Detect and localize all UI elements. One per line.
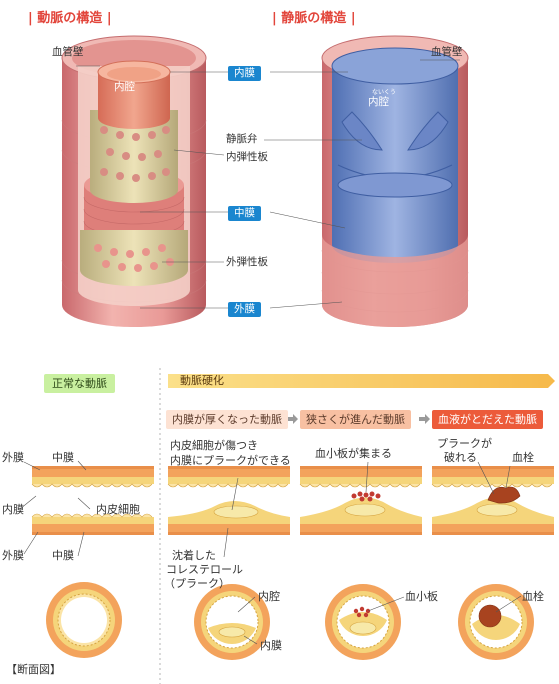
stage2-chip: 狭さくが進んだ動脈 bbox=[300, 410, 411, 429]
stage1-note-line1: 内皮細胞が傷つき bbox=[170, 439, 258, 452]
sclerosis-title: 動脈硬化 bbox=[180, 374, 224, 387]
label-lumen-artery: 内腔 bbox=[114, 81, 135, 93]
stage1-strip bbox=[167, 466, 290, 535]
stage1-note-line2: 内膜にプラークができる bbox=[170, 454, 291, 467]
label-lumen-bottom: 内腔 bbox=[258, 590, 280, 603]
cholesterol-line3: （プラーク） bbox=[164, 577, 230, 590]
label-vessel-wall-left: 血管壁 bbox=[52, 46, 84, 58]
stage3-note-line2: 破れる bbox=[444, 451, 477, 464]
label-platelet: 血小板 bbox=[405, 590, 438, 603]
label-vessel-wall-right: 血管壁 bbox=[431, 46, 463, 58]
label-adventitia-top: 外膜 bbox=[2, 451, 24, 464]
artery-illustration bbox=[61, 35, 207, 327]
label-endothelial-cell: 内皮細胞 bbox=[96, 503, 140, 516]
vein-structure-title: | 静脈の構造 | bbox=[272, 11, 356, 26]
stage3-strip bbox=[431, 466, 554, 535]
label-media-bottom: 中膜 bbox=[52, 549, 74, 562]
cholesterol-line2: コレステロール bbox=[166, 563, 243, 576]
stage2-note: 血小板が集まる bbox=[315, 447, 392, 460]
cross-section-stage1 bbox=[194, 584, 270, 660]
normal-vessel-strip bbox=[31, 466, 154, 535]
label-media-top: 中膜 bbox=[52, 451, 74, 464]
label-intima-left: 内膜 bbox=[2, 503, 24, 516]
label-intima-bottom: 内膜 bbox=[260, 639, 282, 652]
label-venous-valve: 静脈弁 bbox=[226, 133, 258, 145]
stage3-note-line1: プラークが bbox=[437, 437, 492, 450]
cholesterol-line1: 沈着した bbox=[172, 549, 216, 562]
label-media: 中膜 bbox=[228, 206, 261, 221]
stage3-chip: 血液がとだえた動脈 bbox=[432, 410, 543, 429]
label-lumen-ruby: ないくう bbox=[372, 89, 396, 96]
label-thrombus-top: 血栓 bbox=[512, 451, 534, 464]
label-lumen-vein: 内腔 bbox=[368, 96, 389, 108]
label-adventitia-bottom: 外膜 bbox=[2, 549, 24, 562]
vein-illustration bbox=[321, 35, 469, 327]
label-internal-elastic-lamina: 内弾性板 bbox=[226, 151, 268, 163]
cross-section-stage2 bbox=[325, 584, 401, 660]
normal-artery-title: 正常な動脈 bbox=[44, 374, 115, 393]
label-external-elastic-lamina: 外弾性板 bbox=[226, 256, 268, 268]
artery-structure-title: | 動脈の構造 | bbox=[28, 11, 112, 26]
cross-section-caption: 【断面図】 bbox=[6, 663, 61, 676]
stage2-strip bbox=[299, 466, 422, 535]
cross-section-stage3 bbox=[458, 584, 534, 660]
label-adventitia: 外膜 bbox=[228, 302, 261, 317]
cross-section-normal bbox=[46, 582, 122, 658]
label-thrombus-bottom: 血栓 bbox=[522, 590, 544, 603]
stage1-chip: 内膜が厚くなった動脈 bbox=[166, 410, 288, 429]
label-intima: 内膜 bbox=[228, 66, 261, 81]
